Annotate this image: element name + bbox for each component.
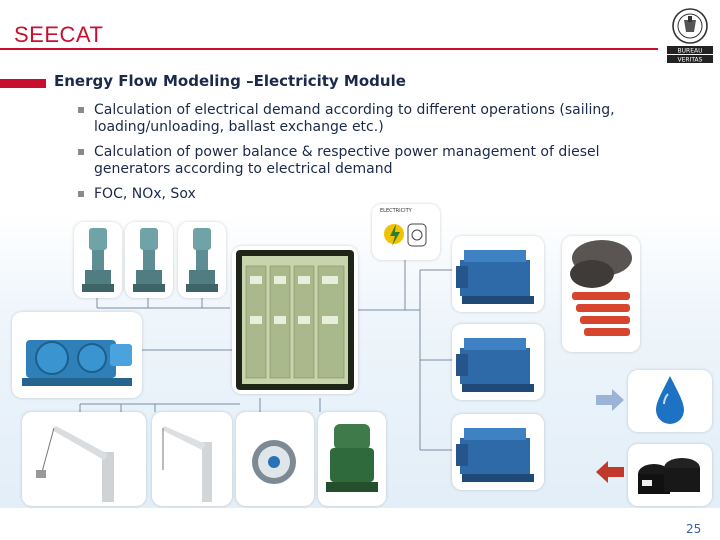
bullet-text: Calculation of power balance & respectiv… bbox=[94, 144, 600, 177]
water-card bbox=[628, 370, 712, 432]
bullet-marker bbox=[78, 149, 84, 155]
generator-card bbox=[452, 414, 544, 490]
pump-card bbox=[125, 222, 173, 298]
pump-image bbox=[82, 228, 114, 292]
header-divider bbox=[0, 48, 658, 50]
bullet-list: Calculation of electrical demand accordi… bbox=[78, 102, 678, 211]
bullet-marker bbox=[78, 191, 84, 197]
crane-card bbox=[152, 412, 232, 506]
section-title: Energy Flow Modeling –Electricity Module bbox=[54, 72, 406, 90]
pump-card bbox=[74, 222, 122, 298]
electricity-card: ELECTRICITY bbox=[372, 204, 440, 260]
exhaust-smoke-image bbox=[570, 240, 632, 336]
compressor-card bbox=[318, 412, 386, 506]
pump-card bbox=[178, 222, 226, 298]
fan-image bbox=[252, 440, 296, 484]
winch-image bbox=[22, 340, 132, 386]
oil-card bbox=[628, 444, 712, 506]
bullet-text: FOC, NOx, Sox bbox=[94, 186, 196, 202]
winch-card bbox=[12, 312, 142, 398]
crane-card bbox=[22, 412, 146, 506]
bullet-item: FOC, NOx, Sox bbox=[78, 186, 678, 203]
oil-barrels-image bbox=[638, 458, 700, 494]
header-title: SEECAT bbox=[14, 22, 104, 47]
bureau-veritas-logo: BUREAU VERITAS bbox=[667, 8, 713, 64]
exhaust-card bbox=[562, 236, 640, 352]
pump-image bbox=[133, 228, 165, 292]
pump-image bbox=[186, 228, 218, 292]
diesel-generator-image bbox=[456, 250, 534, 304]
page-number: 25 bbox=[686, 522, 702, 536]
crane-image bbox=[36, 426, 114, 502]
logo-line-1: BUREAU bbox=[678, 48, 703, 55]
bullet-marker bbox=[78, 107, 84, 113]
bullet-item: Calculation of power balance & respectiv… bbox=[78, 144, 678, 178]
arrow-left-icon bbox=[596, 461, 624, 483]
crane-image bbox=[162, 426, 212, 502]
arrow-right-icon bbox=[596, 389, 624, 411]
generator-card bbox=[452, 324, 544, 400]
diesel-generator-image bbox=[456, 428, 534, 482]
section-marker bbox=[0, 79, 46, 88]
electricity-label: ELECTRICITY bbox=[380, 208, 413, 214]
switchboard-image bbox=[236, 250, 354, 390]
fan-card bbox=[236, 412, 314, 506]
water-drop-image bbox=[656, 376, 684, 424]
switchboard-card bbox=[232, 246, 358, 394]
compressor-image bbox=[326, 424, 378, 492]
diesel-generator-image bbox=[456, 338, 534, 392]
logo-line-2: VERITAS bbox=[678, 57, 703, 64]
bullet-item: Calculation of electrical demand accordi… bbox=[78, 102, 678, 136]
electricity-icon: ELECTRICITY bbox=[380, 208, 427, 247]
generator-card bbox=[452, 236, 544, 312]
bullet-text: Calculation of electrical demand accordi… bbox=[94, 102, 615, 135]
